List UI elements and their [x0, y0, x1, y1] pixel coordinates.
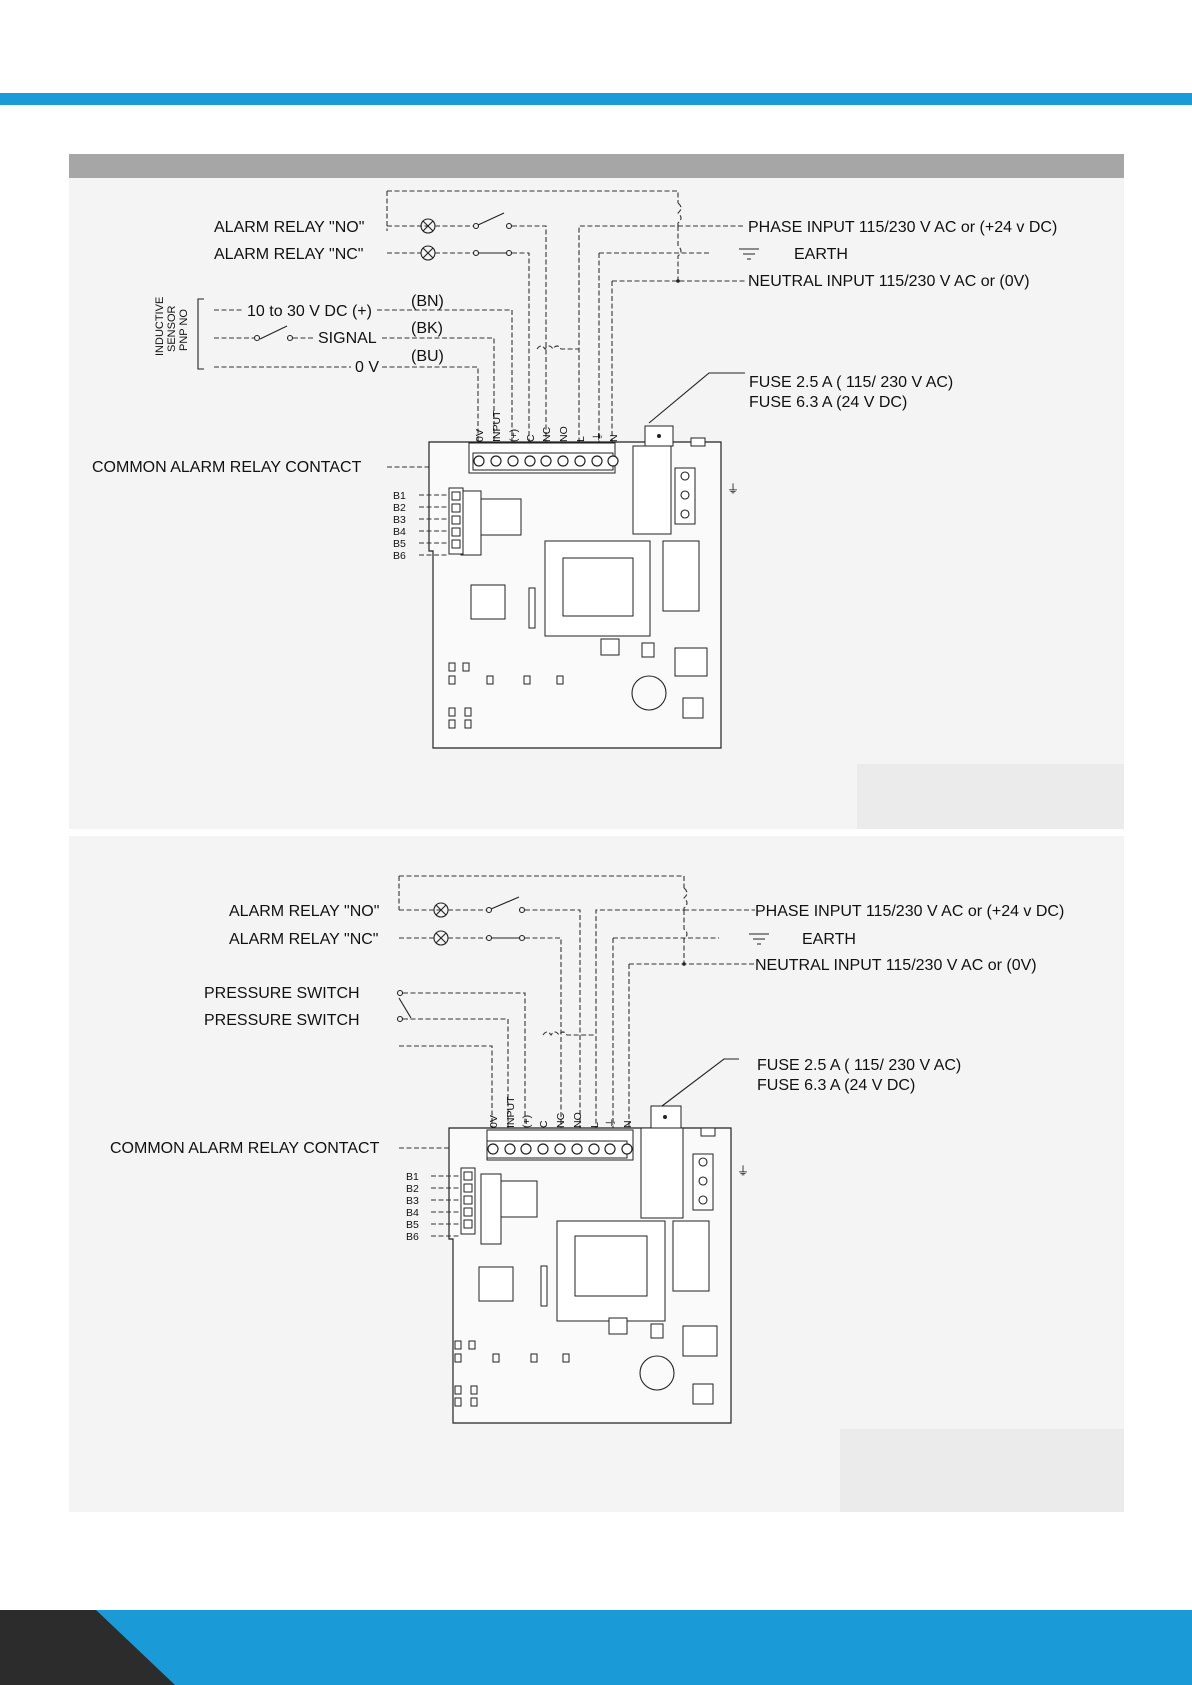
- svg-text:NC: NC: [541, 426, 553, 442]
- wiring-diagram-inductive-sensor: INDUCTIVE SENSOR PNP NO: [69, 178, 1124, 829]
- lamp-icon: [433, 930, 449, 946]
- diagram-1-svg: INDUCTIVE SENSOR PNP NO: [92, 190, 1057, 749]
- svg-text:(+): (+): [508, 429, 520, 442]
- diagram-2-svg: 0V INPUT (+) C NC NO L ⏚ N B1 B2 B3 B4 B…: [110, 875, 1064, 1424]
- pressure-switch-label-1: PRESSURE SWITCH: [204, 985, 360, 1002]
- svg-text:NO: NO: [572, 1112, 584, 1128]
- svg-text:INDUCTIVE: INDUCTIVE: [154, 297, 166, 356]
- zero-volt-label: 0 V: [355, 359, 379, 376]
- common-alarm-label: COMMON ALARM RELAY CONTACT: [92, 459, 362, 476]
- fuse-rating-ac: FUSE 2.5 A ( 115/ 230 V AC): [749, 374, 953, 391]
- svg-text:B1: B1: [393, 490, 406, 502]
- alarm-no-label: ALARM RELAY "NO": [229, 903, 379, 920]
- caption-box: [857, 764, 1124, 829]
- svg-text:0V: 0V: [474, 429, 486, 442]
- fuse-rating-dc: FUSE 6.3 A (24 V DC): [757, 1077, 915, 1094]
- earth-label: EARTH: [794, 246, 848, 263]
- b-labels: B1 B2 B3 B4 B5 B6: [393, 490, 406, 562]
- earth-icon: [749, 933, 769, 945]
- alarm-nc-label: ALARM RELAY "NC": [229, 931, 378, 948]
- svg-text:L: L: [575, 436, 587, 442]
- svg-text:B4: B4: [406, 1207, 419, 1219]
- footer-dark-accent: [0, 1610, 175, 1685]
- svg-text:B3: B3: [393, 514, 406, 526]
- earth-icon: [739, 248, 759, 260]
- svg-text:NO: NO: [558, 426, 570, 442]
- common-alarm-label: COMMON ALARM RELAY CONTACT: [110, 1140, 380, 1157]
- controller-pcb: [419, 425, 722, 749]
- svg-text:PNP NO: PNP NO: [178, 309, 190, 351]
- svg-text:B1: B1: [406, 1171, 419, 1183]
- signal-label: SIGNAL: [318, 330, 377, 347]
- svg-text:(+): (+): [521, 1115, 533, 1128]
- svg-text:⏚: ⏚: [592, 432, 604, 443]
- alarm-no-label: ALARM RELAY "NO": [214, 219, 364, 236]
- bn-label: (BN): [411, 293, 444, 310]
- svg-text:B2: B2: [406, 1183, 419, 1195]
- svg-text:INPUT: INPUT: [491, 410, 503, 442]
- bu-label: (BU): [411, 348, 444, 365]
- svg-text:B5: B5: [406, 1219, 419, 1231]
- lamp-icon: [433, 902, 449, 918]
- section-header-bar: [69, 154, 1124, 178]
- top-accent-bar: [0, 93, 1192, 105]
- svg-text:B4: B4: [393, 526, 406, 538]
- controller-pcb: [431, 1105, 732, 1424]
- neutral-input-label: NEUTRAL INPUT 115/230 V AC or (0V): [748, 273, 1030, 290]
- phase-input-label: PHASE INPUT 115/230 V AC or (+24 v DC): [755, 903, 1064, 920]
- svg-text:N: N: [608, 434, 620, 442]
- earth-icon: ⏚: [737, 1164, 749, 1178]
- svg-text:L: L: [589, 1122, 601, 1128]
- svg-text:⏚: ⏚: [605, 1118, 617, 1129]
- footer-bar: [0, 1610, 1192, 1685]
- supply-label: 10 to 30 V DC (+): [247, 303, 372, 320]
- lamp-icon: [420, 245, 436, 261]
- phase-input-label: PHASE INPUT 115/230 V AC or (+24 v DC): [748, 219, 1057, 236]
- terminal-labels: 0V INPUT (+) C NC NO L ⏚ N: [474, 410, 620, 442]
- b-labels: B1 B2 B3 B4 B5 B6: [406, 1171, 419, 1243]
- earth-icon: ⏚: [727, 482, 739, 496]
- svg-text:0V: 0V: [488, 1115, 500, 1128]
- svg-text:B2: B2: [393, 502, 406, 514]
- pressure-switch-label-2: PRESSURE SWITCH: [204, 1012, 360, 1029]
- lamp-icon: [420, 218, 436, 234]
- svg-text:NC: NC: [555, 1112, 567, 1128]
- wiring-diagram-pressure-switch: 0V INPUT (+) C NC NO L ⏚ N B1 B2 B3 B4 B…: [69, 836, 1124, 1512]
- fuse-rating-dc: FUSE 6.3 A (24 V DC): [749, 394, 907, 411]
- svg-text:B5: B5: [393, 538, 406, 550]
- svg-text:INPUT: INPUT: [505, 1096, 517, 1128]
- svg-text:C: C: [538, 1120, 550, 1128]
- earth-label: EARTH: [802, 931, 856, 948]
- svg-text:B3: B3: [406, 1195, 419, 1207]
- svg-text:C: C: [525, 434, 537, 442]
- caption-box: [840, 1429, 1124, 1512]
- fuse-rating-ac: FUSE 2.5 A ( 115/ 230 V AC): [757, 1057, 961, 1074]
- neutral-input-label: NEUTRAL INPUT 115/230 V AC or (0V): [755, 957, 1037, 974]
- svg-text:SENSOR: SENSOR: [166, 305, 178, 352]
- alarm-nc-label: ALARM RELAY "NC": [214, 246, 363, 263]
- svg-text:B6: B6: [406, 1231, 419, 1243]
- bk-label: (BK): [411, 320, 443, 337]
- svg-text:N: N: [622, 1120, 634, 1128]
- svg-text:B6: B6: [393, 550, 406, 562]
- terminal-labels: 0V INPUT (+) C NC NO L ⏚ N: [488, 1096, 634, 1128]
